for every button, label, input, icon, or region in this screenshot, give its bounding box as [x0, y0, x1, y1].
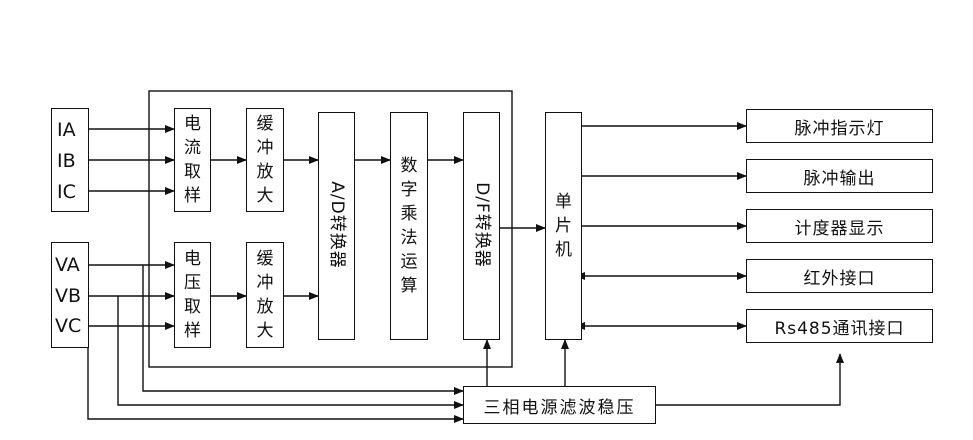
input-label-va: VA: [55, 254, 80, 276]
digital-multiplier-block: 数 字 乘 法 运 算: [390, 112, 428, 340]
output-pulse-out-label: 脉冲输出: [803, 168, 876, 189]
buffer-top-char: 缓: [256, 114, 274, 134]
current-sampling-block: 电 流 取 样: [174, 108, 211, 212]
mcu-char: 单: [555, 192, 572, 212]
arrow-vc-power: [87, 326, 464, 423]
dfc-label: D/F转换器: [472, 182, 492, 268]
input-label-vc: VC: [55, 315, 82, 337]
current-sampling-char: 取: [184, 162, 201, 182]
processing-frame: [148, 90, 513, 368]
adc-converter-block: A/D转换器: [318, 112, 355, 340]
current-sampling-char: 电: [184, 114, 201, 134]
multiplier-char: 乘: [400, 204, 418, 224]
power-supply-block: 三相电源滤波稳压: [463, 386, 656, 424]
voltage-sampling-block: 电 压 取 样: [174, 242, 211, 348]
voltage-sampling-char: 取: [184, 297, 201, 317]
buffer-bottom-char: 缓: [256, 249, 274, 269]
buffer-bottom-char: 放: [256, 297, 274, 317]
current-sampling-char: 流: [184, 138, 201, 158]
voltage-sampling-char: 样: [184, 321, 201, 341]
mcu-char: 片: [555, 216, 572, 236]
multiplier-char: 法: [400, 228, 418, 248]
input-label-ic: IC: [57, 181, 76, 203]
output-rs485: Rs485通讯接口: [746, 309, 933, 343]
output-meter-display-label: 计度器显示: [794, 218, 885, 239]
buffer-amplifier-bottom: 缓 冲 放 大: [246, 242, 284, 348]
buffer-top-char: 大: [256, 186, 274, 206]
input-label-ia: IA: [57, 119, 76, 141]
arrow-vb-power: [117, 296, 464, 409]
arrow-va-power: [142, 265, 464, 395]
buffer-bottom-char: 冲: [256, 273, 274, 293]
multiplier-char: 算: [400, 276, 418, 296]
output-rs485-label: Rs485通讯接口: [774, 318, 905, 339]
current-input-box: IA IB IC: [51, 108, 89, 212]
output-pulse-led-label: 脉冲指示灯: [794, 118, 885, 139]
mcu-block: 单 片 机: [545, 112, 582, 340]
mcu-char: 机: [555, 240, 572, 260]
voltage-sampling-char: 电: [184, 249, 201, 269]
output-meter-display: 计度器显示: [746, 209, 933, 243]
buffer-bottom-char: 大: [256, 321, 274, 341]
adc-label: A/D转换器: [327, 181, 347, 269]
df-converter-block: D/F转换器: [463, 112, 500, 340]
voltage-input-box: VA VB VC: [51, 242, 89, 348]
multiplier-char: 运: [400, 252, 418, 272]
output-pulse-led: 脉冲指示灯: [746, 109, 933, 143]
current-sampling-char: 样: [184, 186, 201, 206]
voltage-sampling-char: 压: [184, 273, 201, 293]
buffer-top-char: 冲: [256, 138, 274, 158]
output-pulse-out: 脉冲输出: [746, 159, 933, 193]
arrow-power-rs485: [656, 353, 844, 406]
power-supply-label: 三相电源滤波稳压: [483, 397, 636, 418]
buffer-top-char: 放: [256, 162, 274, 182]
output-infrared: 红外接口: [746, 259, 933, 293]
multiplier-char: 数: [400, 156, 418, 176]
buffer-amplifier-top: 缓 冲 放 大: [246, 108, 284, 212]
output-infrared-label: 红外接口: [803, 268, 876, 289]
input-label-ib: IB: [57, 150, 76, 172]
input-label-vb: VB: [55, 285, 82, 307]
multiplier-char: 字: [400, 180, 418, 200]
